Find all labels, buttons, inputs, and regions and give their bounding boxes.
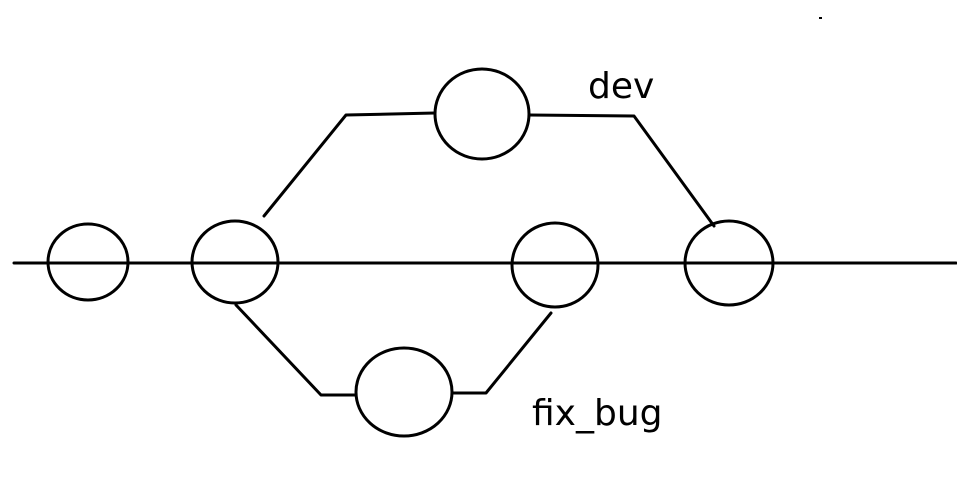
- commit-node-dev: [433, 67, 531, 161]
- commit-node: [46, 222, 130, 302]
- dev-branch-line-in: [527, 113, 716, 228]
- fix-bug-branch-line-out: [234, 303, 358, 397]
- stray-mark: [819, 17, 822, 19]
- branch-label-fix-bug: fix_bug: [532, 393, 663, 434]
- commit-node-merge: [683, 219, 775, 307]
- commit-node: [510, 221, 600, 309]
- dev-branch-line-out: [262, 111, 437, 218]
- commit-node: [190, 219, 280, 305]
- commit-node-fix-bug: [354, 346, 454, 438]
- fix-bug-branch-line-in: [450, 311, 553, 395]
- branch-label-dev: dev: [588, 66, 654, 107]
